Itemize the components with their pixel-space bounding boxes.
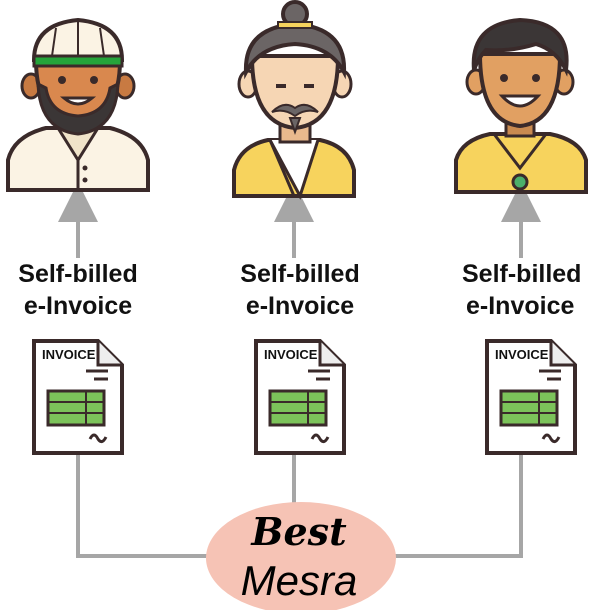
- arrows: [58, 182, 541, 258]
- label-self-billed-einvoice-3: Self-billed e-Invoice: [458, 258, 596, 322]
- invoice-title: INVOICE: [264, 347, 318, 362]
- invoice-title: INVOICE: [495, 347, 549, 362]
- person-scholar-icon: [232, 0, 356, 200]
- label-line-2: e-Invoice: [466, 292, 575, 320]
- label-line-1: Self-billed: [18, 260, 138, 288]
- brand-logo-best: Best: [251, 509, 347, 554]
- brand-logo-mesra: Mesra: [240, 557, 358, 604]
- invoice-document-icon: INVOICE: [32, 339, 124, 455]
- label-line-2: e-Invoice: [245, 292, 355, 320]
- invoice-document-icon: INVOICE: [254, 339, 346, 455]
- person-kufi-icon: [6, 17, 150, 192]
- brand-bubble: [206, 502, 396, 610]
- label-line-2: e-Invoice: [23, 292, 133, 320]
- label-line-1: Self-billed: [462, 260, 582, 288]
- connector-left: [76, 452, 214, 558]
- invoice-document-icon: INVOICE: [485, 339, 577, 455]
- label-self-billed-einvoice-2: Self-billed e-Invoice: [226, 258, 374, 322]
- label-self-billed-einvoice-1: Self-billed e-Invoice: [4, 258, 152, 322]
- label-line-1: Self-billed: [240, 260, 360, 288]
- connector-right: [385, 452, 523, 558]
- invoice-title: INVOICE: [42, 347, 96, 362]
- person-smiling-icon: [454, 17, 588, 194]
